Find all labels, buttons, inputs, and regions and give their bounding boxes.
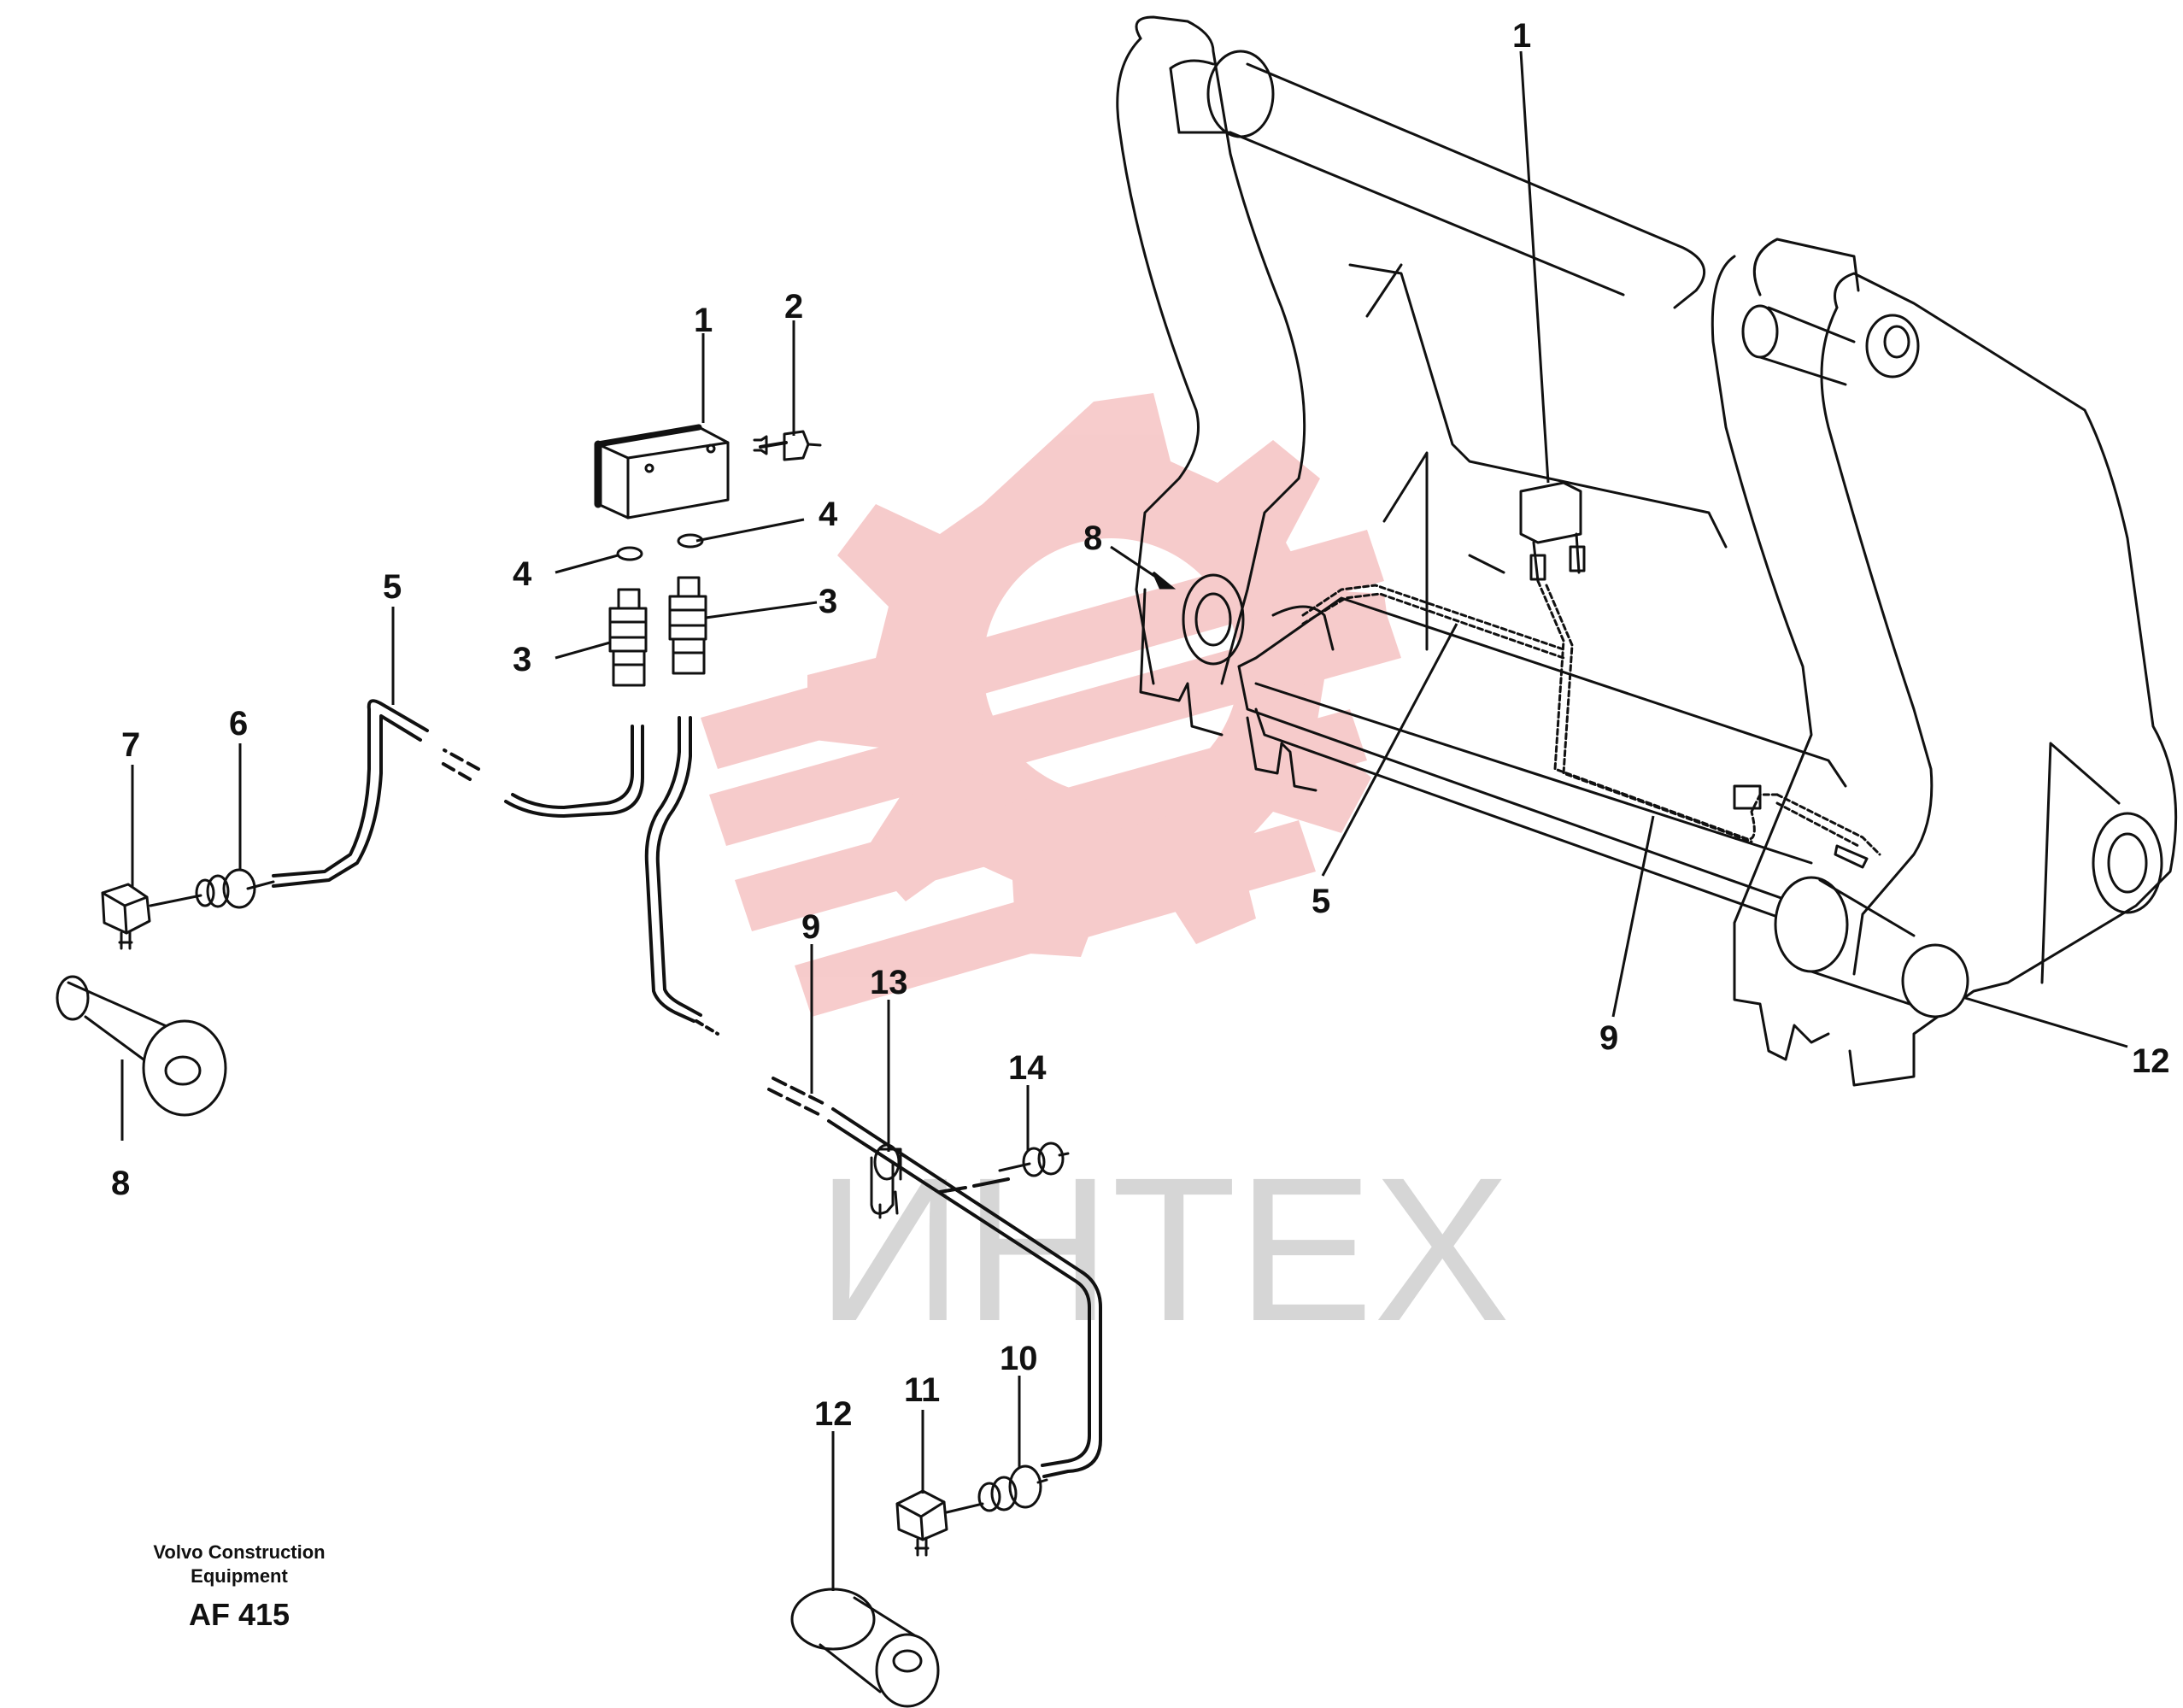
callout-3-left: 3 [513,641,531,678]
caption-company: Volvo Construction [153,1541,326,1563]
callout-12-right: 12 [2132,1042,2170,1080]
pin-8-left [56,975,227,1117]
leader-lines [120,50,2128,1591]
callout-9-left: 9 [801,908,820,946]
callout-2: 2 [784,288,803,326]
caption-reference: AF 415 [188,1597,290,1632]
bolt-14 [998,1142,1070,1177]
callout-5-right: 5 [1312,883,1330,920]
callout-12-lower: 12 [814,1395,853,1433]
watermark-text: ИНТЕХ [816,1135,1511,1364]
callout-labels: 1 2 3 3 4 4 5 6 7 8 9 13 14 11 10 12 1 8… [111,17,2170,1433]
pin-12-lower [790,1588,940,1708]
screw [753,430,822,461]
fitting-6-7 [101,868,275,950]
callout-9-right: 9 [1599,1019,1618,1057]
callout-4-right: 4 [819,496,838,533]
pipe-9-run [644,716,719,1036]
callout-4-left: 4 [513,555,532,593]
switch-block [594,424,730,519]
caption-equipment: Equipment [191,1565,288,1587]
fitting-right [668,576,707,675]
frame-hoses [1301,579,1881,856]
callout-14: 14 [1008,1049,1047,1087]
callout-6: 6 [229,705,248,742]
callout-11: 11 [904,1371,940,1409]
callout-13: 13 [870,964,908,1001]
fitting-left [608,588,648,687]
pipe-9-lower [767,1077,1102,1478]
callout-10: 10 [1000,1340,1038,1377]
callout-5-left: 5 [383,568,402,606]
callout-8-right: 8 [1083,519,1102,557]
callout-1-left: 1 [694,302,713,339]
quick-coupler-frame [1116,15,2178,1087]
washers [616,533,704,561]
hose-5-left [272,699,644,888]
fitting-10-11 [895,1464,1048,1557]
frame-fitting [1733,784,1869,869]
callout-7: 7 [121,726,140,764]
line-art [56,15,2178,1708]
callout-3-right: 3 [819,583,837,620]
caption-block: Volvo Construction Equipment AF 415 [94,1541,384,1633]
watermark-logo [701,393,1401,1017]
callout-8-left: 8 [111,1165,130,1202]
callout-1-right: 1 [1512,17,1531,55]
